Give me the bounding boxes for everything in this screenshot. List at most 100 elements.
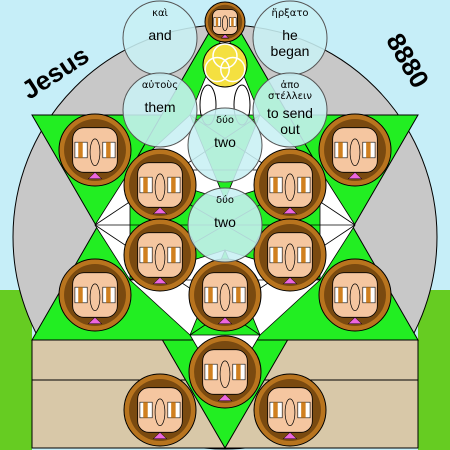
iris-left [338,142,343,158]
face-circle [204,1,246,43]
iris-left [338,287,343,303]
nose [154,398,166,426]
face-circle [188,335,262,409]
iris-right [106,287,111,303]
chin-mark [220,34,230,39]
face-circle [253,218,327,292]
iris-right [366,287,371,303]
english-word: and [148,27,171,43]
chin-mark [217,393,233,402]
bubble-circle [187,187,263,263]
chin-mark [217,316,233,325]
iris-right [106,142,111,158]
iris-right [171,247,176,263]
english-word: to send [267,105,313,121]
iris-left [143,247,148,263]
iris-left [78,142,83,158]
emblem-ring [220,56,246,83]
iris-left [208,287,213,303]
iris-left [78,287,83,303]
greek-word: δύο [216,114,234,126]
chin-mark [87,316,103,325]
iris-right [171,402,176,418]
face-circle [253,373,327,447]
chin-mark [347,316,363,325]
bubble-circle [122,72,198,148]
face-circle [123,373,197,447]
english-word: began [271,43,310,59]
iris-left [143,402,148,418]
chin-mark [282,276,298,285]
nose [89,283,101,311]
english-word: two [214,134,236,150]
faces-layer [58,1,392,447]
iris-left [273,247,278,263]
word-bubble: δύο two [187,107,263,183]
chin-mark [152,206,168,215]
nose [221,15,229,32]
nose [349,138,361,166]
bubble-circle [252,72,328,148]
iris-right [231,17,234,27]
nose [219,360,231,388]
face-circle [318,258,392,332]
nose [219,283,231,311]
chin-mark [152,276,168,285]
face-circle [318,113,392,187]
iris-right [301,402,306,418]
nose [154,173,166,201]
greek-word: ἀπο [281,79,300,91]
iris-left [273,402,278,418]
word-bubble: καὶ and [122,0,198,76]
iris-right [236,287,241,303]
english-word: out [280,121,300,137]
chin-mark [282,431,298,440]
iris-right [366,142,371,158]
nose [154,243,166,271]
iris-left [208,364,213,380]
greek-word: ἤρξατο [272,7,309,19]
greek-word: αὐτοὺς [142,79,178,91]
english-word: two [214,214,236,230]
iris-left [143,177,148,193]
chin-mark [282,206,298,215]
english-word: he [282,27,298,43]
grass-right [418,290,450,450]
nose [89,138,101,166]
greek-word: στέλλειν [268,90,312,102]
word-bubble: αὐτοὺς them [122,72,198,148]
chin-mark [347,171,363,180]
chin-mark [152,431,168,440]
gold-emblem [199,42,251,126]
word-bubble: δύο two [187,187,263,263]
nose [284,173,296,201]
greek-word: καὶ [152,7,168,19]
emblem-ring [204,56,230,83]
english-word: them [144,99,175,115]
face-circle [123,148,197,222]
iris-right [301,247,306,263]
iris-right [236,364,241,380]
grass-left [0,290,32,450]
face-circle [58,113,132,187]
iris-left [273,177,278,193]
chin-mark [87,171,103,180]
nose [349,283,361,311]
iris-right [301,177,306,193]
greek-word: δύο [216,194,234,206]
face-circle [58,258,132,332]
face-circle [188,258,262,332]
face-circle [253,148,327,222]
iris-left [215,17,219,27]
nose [284,398,296,426]
emblem-disc [202,42,248,88]
nose [284,243,296,271]
face-circle [123,218,197,292]
bubble-circle [187,107,263,183]
emblem-ring [212,43,238,69]
iris-right [171,177,176,193]
